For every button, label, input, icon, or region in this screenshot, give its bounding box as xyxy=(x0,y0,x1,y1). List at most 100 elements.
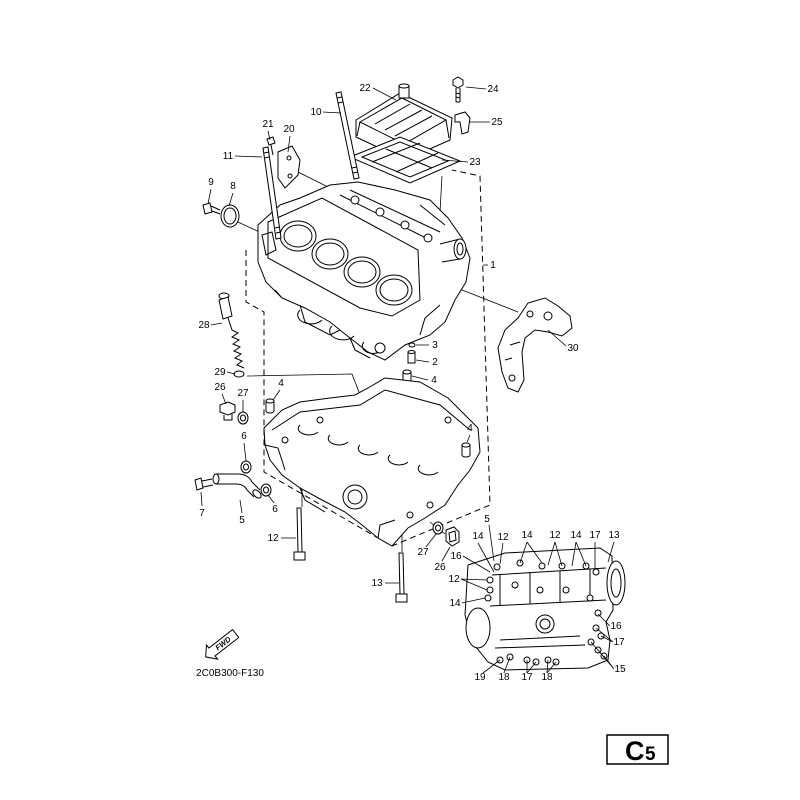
bolt-boss xyxy=(594,609,602,617)
stud-10-threads xyxy=(336,96,359,174)
callout-label: 12 xyxy=(497,532,509,543)
cylinder-bore-3-liner xyxy=(347,260,377,284)
callout-label: 20 xyxy=(283,124,295,135)
pipe-5-end xyxy=(252,489,262,499)
callout-label: 12 xyxy=(549,530,561,541)
callout-label: 17 xyxy=(589,530,601,541)
dipstick-spring xyxy=(227,317,245,369)
bracket-30-hole xyxy=(508,374,516,382)
washer-part-6 xyxy=(240,460,252,474)
callout-label: 13 xyxy=(371,578,383,589)
forward-arrow-icon: FWD xyxy=(205,628,240,660)
generator-cover xyxy=(606,560,626,606)
bolt-9-shaft xyxy=(210,205,221,215)
page-tag: C 5 xyxy=(606,734,669,766)
cylinder-bore-4 xyxy=(375,274,413,306)
plug-part-26 xyxy=(445,526,460,547)
bolt-boss xyxy=(486,576,494,584)
callout-label: 21 xyxy=(262,119,274,130)
callout-label: 6 xyxy=(241,431,247,442)
bolt-part-21 xyxy=(266,136,276,156)
cap-8-inner xyxy=(223,207,237,225)
callout-label: 18 xyxy=(541,672,553,683)
callout-label: 4 xyxy=(278,378,284,389)
deck-bolt-hole xyxy=(423,233,433,243)
forward-arrow-shape xyxy=(205,628,240,660)
bolt-7-head xyxy=(194,477,204,491)
water-pipe-end xyxy=(453,238,467,260)
callout-label: 25 xyxy=(491,117,503,128)
bolt-21-shaft xyxy=(270,144,274,156)
cylinder-bore-1-liner xyxy=(283,224,313,248)
bolt-boss xyxy=(562,586,570,594)
clutch-cover xyxy=(465,607,491,649)
cylinder-bore-2-liner xyxy=(315,242,345,266)
lower-crankcase-details xyxy=(264,389,471,539)
detail-leader-lines xyxy=(460,524,615,674)
pipe-5-body xyxy=(216,473,261,498)
mount-boss xyxy=(374,342,386,354)
stud-part-10 xyxy=(335,91,360,180)
cylinder-bore-2 xyxy=(311,238,349,270)
water-pipe-bore xyxy=(456,242,464,256)
washer-6-hole xyxy=(243,463,249,471)
dowel-part-4 xyxy=(461,442,471,458)
callout-label: 23 xyxy=(469,157,481,168)
callout-label: 12 xyxy=(267,533,279,544)
callout-label: 27 xyxy=(237,388,249,399)
callout-label: 18 xyxy=(498,672,510,683)
gasket-inner xyxy=(360,141,450,178)
washer-part-27 xyxy=(432,521,444,535)
callout-label: 29 xyxy=(214,367,226,378)
callout-label: 14 xyxy=(449,598,461,609)
bolt-boss xyxy=(486,586,494,594)
dowel-part-4 xyxy=(265,398,275,414)
callout-label: 11 xyxy=(223,151,234,162)
bolt-part-9 xyxy=(202,202,221,215)
lower-bolt-boss xyxy=(316,416,324,424)
washer-6-outer xyxy=(260,483,272,497)
clip-part-25 xyxy=(454,111,471,135)
main-leader-lines xyxy=(200,86,567,584)
assembled-crankcase-bottom-view xyxy=(464,547,626,671)
cylinder-bore-3 xyxy=(343,256,381,288)
oil-filter xyxy=(535,614,555,634)
plate-20-hole xyxy=(287,173,293,179)
bolt-13-shaft xyxy=(398,552,405,595)
bracket-30-hole xyxy=(526,310,534,318)
pipe-part-5 xyxy=(212,473,262,499)
callout-label: 8 xyxy=(230,181,236,192)
page-tag-box xyxy=(606,734,669,765)
callout-label: 19 xyxy=(474,672,486,683)
lower-crankcase xyxy=(263,377,481,547)
generator-cover-inner xyxy=(610,568,622,598)
callout-label: 14 xyxy=(472,531,484,542)
bracket-part-30 xyxy=(497,297,573,393)
cover-vent-top xyxy=(398,83,410,89)
washer-27-hole xyxy=(240,414,246,422)
bolt-9-head xyxy=(202,202,213,215)
callout-label: 17 xyxy=(613,637,625,648)
bracket-30-edge xyxy=(504,341,521,361)
pin-2-top xyxy=(407,350,416,354)
callout-label: 14 xyxy=(521,530,533,541)
bolt-boss xyxy=(592,568,600,576)
bolt-boss xyxy=(511,581,519,589)
callout-label: 15 xyxy=(614,664,626,675)
callout-label: 7 xyxy=(199,508,205,519)
detail-callouts: 5 12 14 12 14 17 13 14 16 12 14 16 17 15… xyxy=(448,514,626,683)
washer-part-27 xyxy=(237,411,249,425)
upper-crankcase-ribs xyxy=(261,189,446,359)
assembly-dashed-frame xyxy=(245,169,491,547)
bolt-boss xyxy=(538,562,546,570)
oil-filter-center xyxy=(539,618,551,630)
callout-label: 17 xyxy=(521,672,533,683)
washer-27-hole xyxy=(435,524,441,532)
callout-label: 9 xyxy=(208,177,214,188)
bolt-boss xyxy=(536,586,544,594)
callout-label: 3 xyxy=(432,340,438,351)
bracket-30-outline xyxy=(497,297,573,393)
callout-label: 4 xyxy=(431,375,437,386)
callout-label: 6 xyxy=(272,504,278,515)
callout-label: 4 xyxy=(467,423,473,434)
